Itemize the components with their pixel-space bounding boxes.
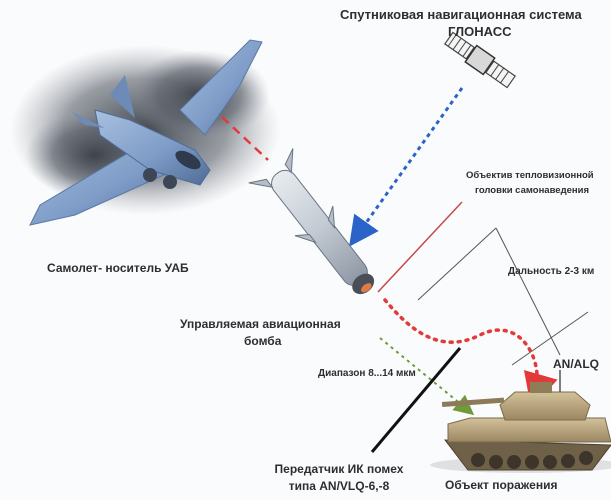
guided-bomb-illustration [248,148,375,295]
range-line-bottom [511,311,589,366]
satellite-icon [444,31,516,89]
seeker-pointer-line [377,201,463,293]
aircraft-to-bomb-line [221,116,269,161]
homing-path-arrow [383,298,558,409]
jammer-beam-line [370,347,462,453]
jammer-label-line2: типа AN/VLQ-6,-8 [288,479,390,493]
jammer-model-label: AN/ALQ [553,357,599,371]
seeker-label-line1: Объектив тепловизионной [466,170,594,181]
jammer-label-line1: Передатчик ИК помех [274,462,404,476]
bomb-label-line2: бомба [244,334,282,348]
ir-band-label: Диапазон 8...14 мкм [318,368,416,379]
range-line-top [417,227,497,301]
range-label: Дальность 2-3 км [508,266,595,277]
carrier-aircraft-label: Самолет- носитель УАБ [47,261,189,275]
satellite-signal-arrow [349,87,464,247]
seeker-label-line2: головки самонаведения [475,185,590,196]
carrier-aircraft-illustration [10,39,280,226]
range-line-side [495,227,561,356]
target-label: Объект поражения [445,478,558,492]
satellite-system-label: Спутниковая навигационная система [340,7,582,22]
satellite-name-label: ГЛОНАСС [448,24,512,39]
ir-band-arrow [379,337,475,416]
target-tank-illustration [430,370,611,473]
bomb-label-line1: Управляемая авиационная [180,317,341,331]
